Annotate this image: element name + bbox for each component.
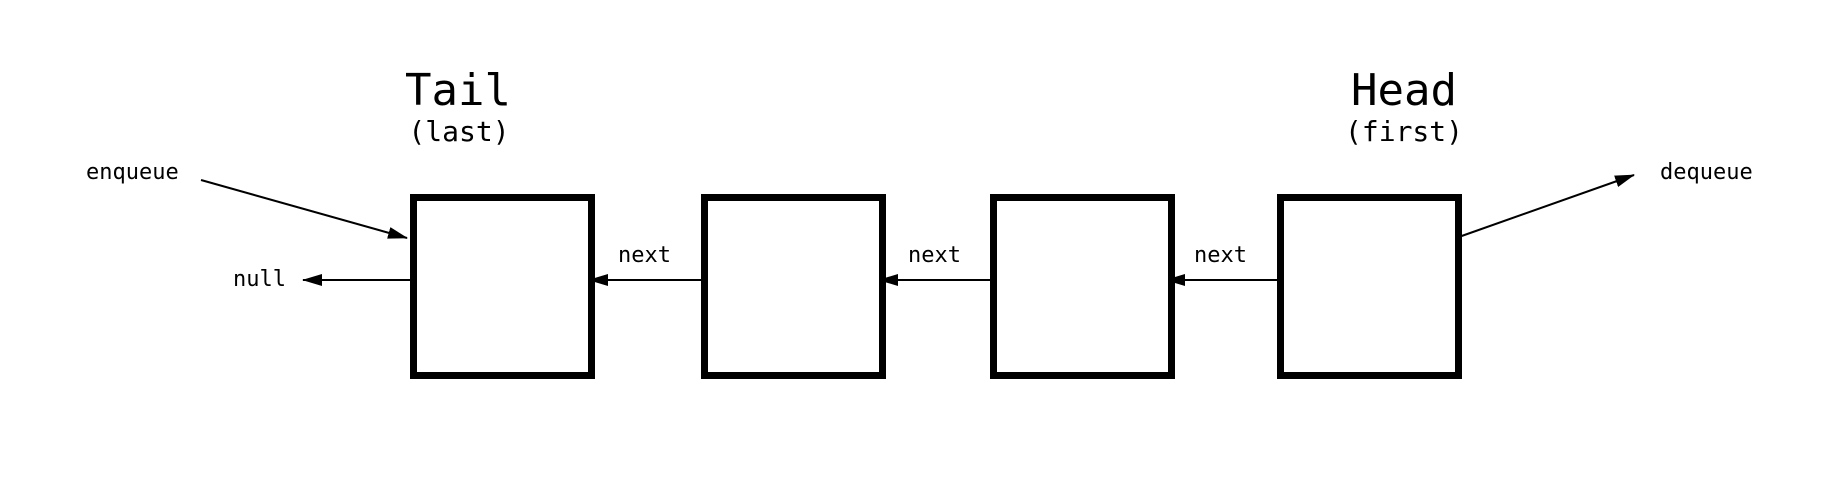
null-label: null [233, 267, 286, 292]
dequeue-arrow [1455, 174, 1635, 239]
tail-title: Tail [405, 65, 511, 116]
queue-node [701, 194, 886, 379]
enqueue-label: enqueue [86, 160, 179, 185]
next-label: next [908, 243, 961, 268]
queue-node [990, 194, 1175, 379]
dequeue-label: dequeue [1660, 160, 1753, 185]
next-label: next [618, 243, 671, 268]
queue-node [1277, 194, 1462, 379]
head-subtitle: (first) [1344, 115, 1464, 148]
enqueue-arrow [200, 179, 408, 239]
queue-node [410, 194, 595, 379]
head-title: Head [1351, 65, 1457, 116]
tail-subtitle: (last) [408, 115, 510, 148]
next-label: next [1194, 243, 1247, 268]
